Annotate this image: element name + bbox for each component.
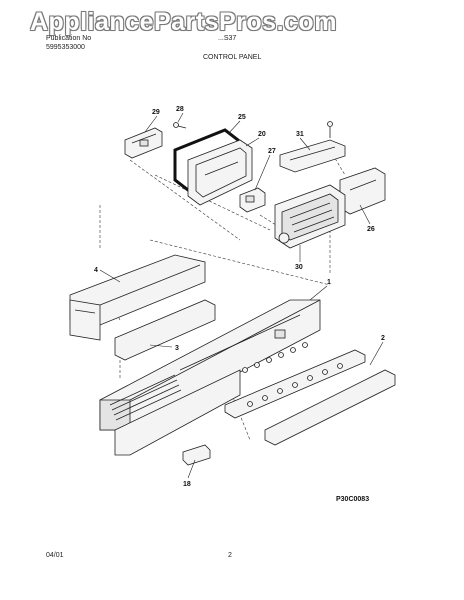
model-fragment: ...S37 [218,35,237,42]
publication-label: Publication No [46,35,92,42]
part-31-bracket [279,121,346,173]
leader-lines [99,112,384,479]
callout-20: 20 [258,131,266,138]
callout-31: 31 [296,131,304,138]
callout-1: 1 [327,279,331,286]
watermark-logo: AppliancePartsPros.com [30,8,337,36]
part-29-bezel-piece [124,127,163,159]
callout-28: 28 [176,106,184,113]
touchpad-overlay [224,349,366,419]
part-30-control-module [274,184,346,249]
callout-2: 2 [381,335,385,342]
part-27-connector [239,187,266,213]
publication-number: 5995353000 [46,44,85,51]
section-title: CONTROL PANEL [203,54,262,61]
callout-30: 30 [295,264,303,271]
part-4-housing [69,254,206,341]
callout-26: 26 [367,226,375,233]
callout-27: 27 [268,148,276,155]
footer-page-number: 2 [228,552,232,559]
part-28-screw [173,122,187,129]
callout-29: 29 [152,109,160,116]
callout-25: 25 [238,114,246,121]
part-2-trim-strip [264,369,396,446]
part-20-display-frame [187,139,253,206]
callout-4: 4 [94,267,98,274]
diagram-code: P30C0083 [336,496,370,503]
part-18-label [182,444,211,466]
part-1-control-panel [99,299,321,456]
button-array [242,342,308,373]
callout-18: 18 [183,481,191,488]
footer-date: 04/01 [46,552,64,559]
callout-3: 3 [175,345,179,352]
callouts: 29 28 25 20 31 27 26 30 4 1 3 2 18 [94,106,385,488]
part-26-cover-plate [339,167,386,215]
part-3-insulation [114,299,216,361]
